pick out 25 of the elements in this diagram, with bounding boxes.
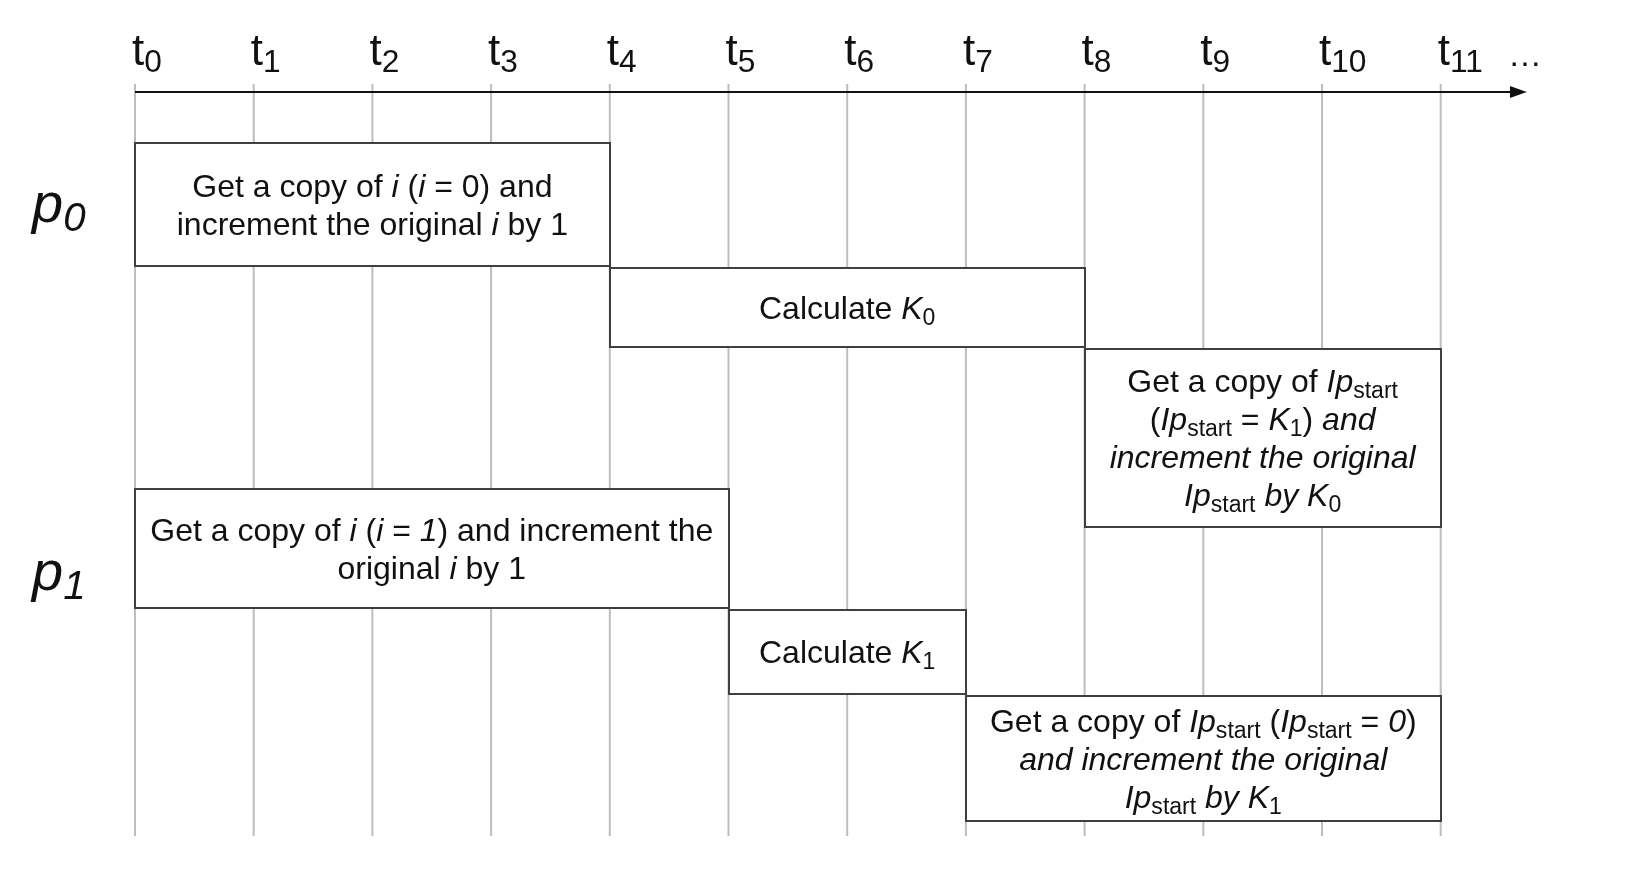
tick-label: t$_{7}$ bbox=[962, 28, 993, 72]
tick-label: t$_{6}$ bbox=[844, 28, 875, 72]
task-description: Get a copy of i (i = 0) and increment the original i by 1 bbox=[175, 166, 570, 243]
tick-label: t$_{9}$ bbox=[1200, 28, 1231, 72]
tick-label: t$_{1}$ bbox=[250, 28, 281, 72]
tick-label: t$_{5}$ bbox=[725, 28, 756, 72]
task-box bbox=[1083, 348, 1442, 528]
task-box bbox=[727, 609, 967, 695]
tick-label: t$_{4}$ bbox=[606, 28, 637, 72]
tick-label: t$_{11}$ bbox=[1437, 28, 1483, 72]
task-description: Get a copy of i (i = 1) and increment the original i by 1 bbox=[149, 510, 715, 587]
task-box bbox=[608, 267, 1086, 348]
task-description: Calculate K$_{0}$ bbox=[758, 288, 936, 327]
tick-label: t$_{2}$ bbox=[369, 28, 400, 72]
tick-label: t$_{0}$ bbox=[132, 28, 162, 72]
ellipsis-label: … bbox=[1508, 37, 1542, 71]
task-box bbox=[964, 695, 1442, 822]
task-description: Get a copy of Ip$_{start}$ (Ip$_{start}$ = K$_{1}$) and increment the original Ip$_{start}$ by K$_{0}$ bbox=[1108, 362, 1418, 514]
task-box bbox=[134, 142, 611, 267]
task-description: Calculate K$_{1}$ bbox=[758, 633, 936, 671]
tick-label: t$_{8}$ bbox=[1081, 28, 1112, 72]
task-description: Get a copy of Ip$_{start}$ (Ip$_{start}$ = 0) and increment the original Ip$_{start}$ by K$_{1}$ bbox=[988, 701, 1418, 816]
tick-label: t$_{3}$ bbox=[488, 28, 518, 72]
task-box bbox=[134, 488, 730, 609]
tick-label: t$_{10}$ bbox=[1319, 28, 1367, 72]
